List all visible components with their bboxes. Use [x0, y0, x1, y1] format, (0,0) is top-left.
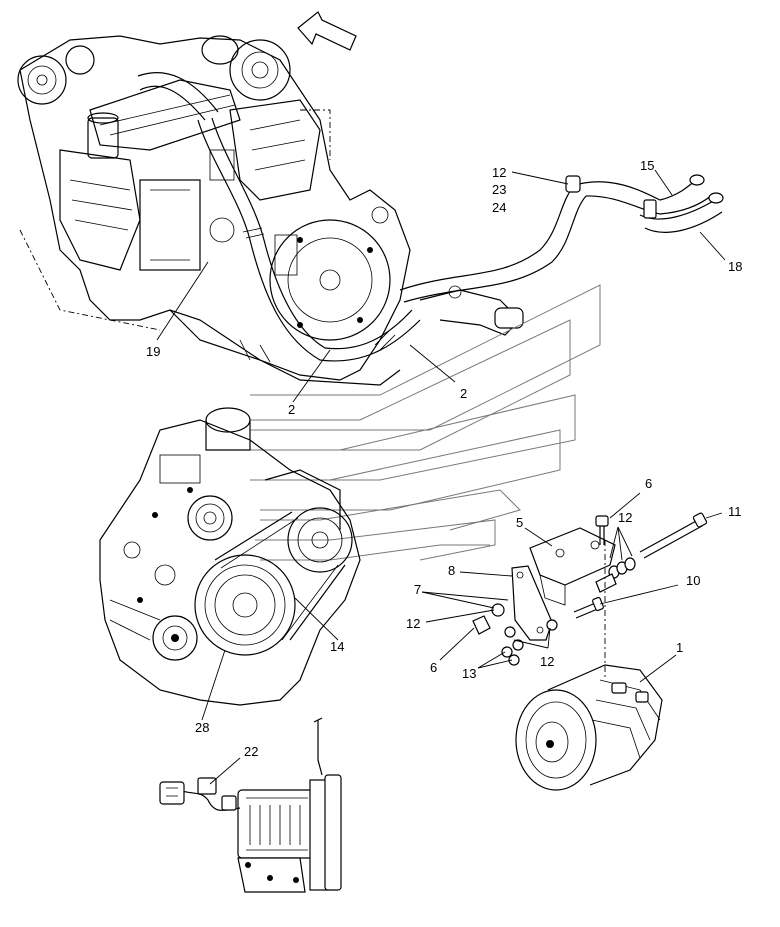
direction-arrow-icon: [297, 11, 357, 51]
label-15: 15: [640, 158, 654, 173]
label-1: 1: [676, 640, 683, 655]
engine-lower-illustration: [99, 407, 361, 706]
label-14: 14: [330, 639, 344, 654]
label-12-lower: 12: [540, 654, 554, 669]
ac-compressor-illustration: [515, 664, 663, 791]
label-6-bottom: 6: [430, 660, 437, 675]
mounting-bracket-assembly: [472, 512, 708, 680]
label-28: 28: [195, 720, 209, 735]
label-2-left: 2: [288, 402, 295, 417]
leader-lines: [156, 169, 726, 785]
label-8: 8: [448, 563, 455, 578]
label-18: 18: [728, 259, 742, 274]
compressor-side-view-illustration: [159, 717, 342, 893]
label-12-left: 12: [406, 616, 420, 631]
label-19: 19: [146, 344, 160, 359]
label-11: 11: [728, 504, 742, 519]
label-12-bracket: 12: [618, 510, 632, 525]
label-22: 22: [244, 744, 258, 759]
label-10: 10: [686, 573, 700, 588]
label-7: 7: [414, 582, 421, 597]
label-12-top: 12: [492, 165, 506, 180]
label-5: 5: [516, 515, 523, 530]
ac-hose-assembly: [137, 72, 724, 362]
engine-upper-illustration: [17, 35, 411, 386]
projection-guides: [250, 284, 601, 561]
callout-labels: 12 23 24 15 18 19 2 2 6 11 12 5 8 7 10 1…: [146, 158, 742, 759]
label-13: 13: [462, 666, 476, 681]
label-24: 24: [492, 200, 506, 215]
label-6-top: 6: [645, 476, 652, 491]
label-23: 23: [492, 182, 506, 197]
label-2-right: 2: [460, 386, 467, 401]
